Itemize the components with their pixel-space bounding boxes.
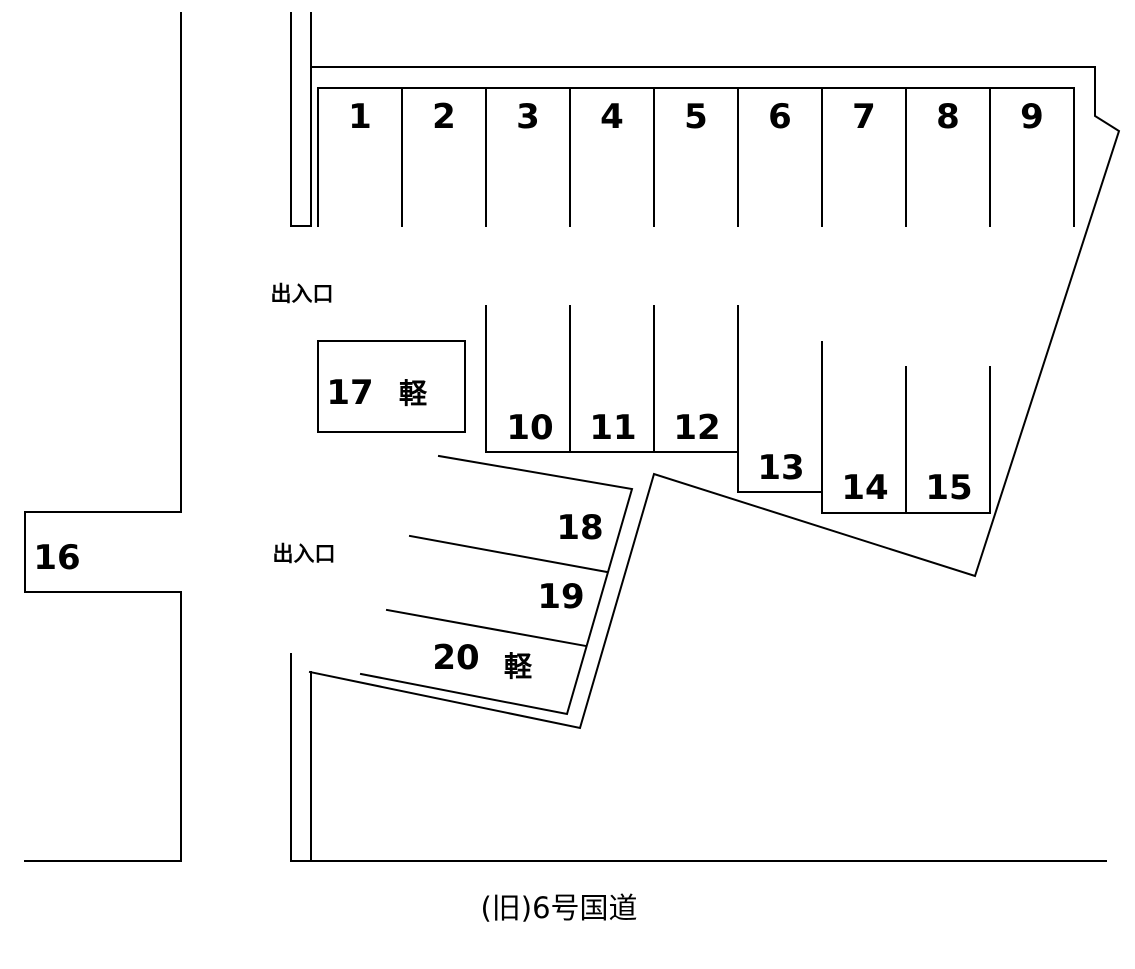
space-number-10: 10 [506,408,553,448]
space-number-9: 9 [1020,97,1044,137]
space-number-17: 17 [326,373,373,413]
space-number-14: 14 [841,468,888,508]
bottom-entrance-wall [290,653,312,862]
stall-17-box [317,340,466,433]
top-entrance-wall [290,12,312,227]
space-number-19: 19 [537,577,584,617]
space-number-12: 12 [673,408,720,448]
space-number-11: 11 [589,408,636,448]
space-number-6: 6 [768,97,792,137]
space-number-1: 1 [348,97,372,137]
space-number-7: 7 [852,97,876,137]
top-row-stalls [317,87,1075,227]
space-number-13: 13 [757,448,804,488]
diagonal-stalls [359,454,634,716]
space-number-4: 4 [600,97,624,137]
space-number-16: 16 [33,538,80,578]
kei-label-17: 軽 [399,377,428,410]
entrance-label-bottom: 出入口 [273,542,336,566]
kei-label-20: 軽 [504,650,533,683]
space-number-20: 20 [432,638,479,678]
entrance-label-top: 出入口 [271,282,334,306]
left-road-boundary [24,12,182,862]
road-label: (旧)6号国道 [480,891,637,925]
space-number-5: 5 [684,97,708,137]
middle-row-stalls [485,305,991,514]
lot-outer-boundary [308,66,1121,730]
space-number-8: 8 [936,97,960,137]
space-number-15: 15 [925,468,972,508]
space-number-3: 3 [516,97,540,137]
space-number-2: 2 [432,97,456,137]
space-number-18: 18 [556,508,603,548]
